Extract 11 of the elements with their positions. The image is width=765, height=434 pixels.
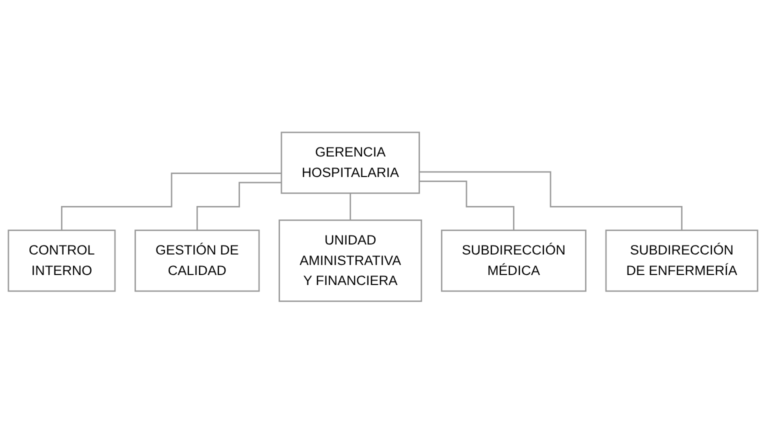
node-box: SUBDIRECCIÓN MÉDICA [440,230,586,292]
connector [418,180,514,232]
connector [60,172,281,232]
node-box: GESTIÓN DE CALIDAD [134,230,260,292]
node-box: UNIDAD AMINISTRATIVA Y FINANCIERA [278,220,422,302]
node-box: SUBDIRECCIÓN DE ENFERMERÍA [604,230,758,292]
connector [418,171,682,232]
connector [196,182,281,232]
node-box: CONTROL INTERNO [7,230,116,292]
node-box: GERENCIA HOSPITALARIA [280,132,420,194]
connector [349,192,351,222]
